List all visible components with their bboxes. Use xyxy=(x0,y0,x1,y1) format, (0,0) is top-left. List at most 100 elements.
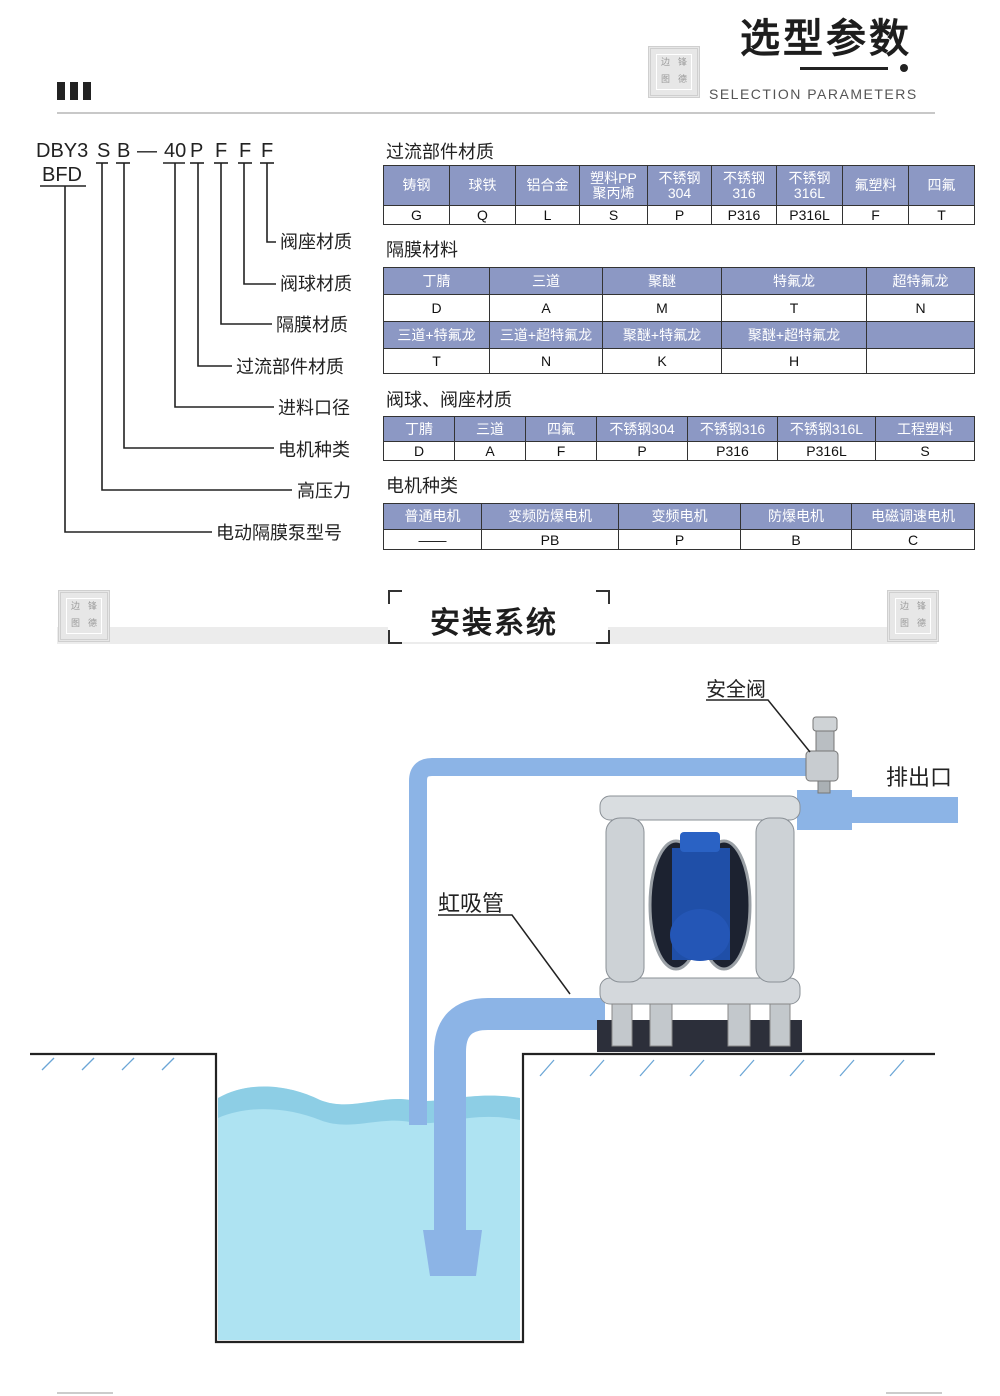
table-cell: P316 xyxy=(687,441,778,461)
table-header-cell: 聚醚 xyxy=(602,267,722,295)
bracket-corner xyxy=(596,630,610,644)
table-header-cell: 四氟 xyxy=(525,416,597,442)
table-header-cell: 电磁调速电机 xyxy=(851,503,975,530)
table-cell: T xyxy=(908,205,975,225)
table-header-cell: 超特氟龙 xyxy=(866,267,975,295)
table-cell: P xyxy=(647,205,712,225)
code-dash: — xyxy=(137,140,157,162)
table-cell: PB xyxy=(481,529,619,550)
title-dot xyxy=(900,64,908,72)
safety-valve-tee xyxy=(805,750,839,782)
code-f3: F xyxy=(261,140,274,162)
seal-logo-left: 边锋图德 xyxy=(58,590,110,642)
table-header-cell: 丁腈 xyxy=(383,267,490,295)
table-cell: —— xyxy=(383,529,482,550)
table-cell: D xyxy=(383,294,490,322)
page-subtitle: SELECTION PARAMETERS xyxy=(709,86,918,102)
table-cell: M xyxy=(602,294,722,322)
motor-table: 普通电机 变频防爆电机 变频电机 防爆电机 电磁调速电机 —— PB P B C xyxy=(383,503,975,550)
bracket-corner xyxy=(388,630,402,644)
table-cell: P316L xyxy=(776,205,843,225)
safety-valve-nipple xyxy=(817,780,831,794)
label-safety-valve: 安全阀 xyxy=(706,677,766,701)
table-cell: F xyxy=(842,205,909,225)
model-code-leader-lines xyxy=(40,162,292,533)
table-cell: G xyxy=(383,205,450,225)
table-cell: P316L xyxy=(777,441,876,461)
code-dby3: DBY3 xyxy=(36,140,89,162)
table-header-cell: 聚醚+超特氟龙 xyxy=(721,321,867,349)
diaphragm-table: 丁腈 三道 聚醚 特氟龙 超特氟龙 D A M T N 三道+特氟龙 三道+超特… xyxy=(383,267,975,374)
code-f2: F xyxy=(239,140,252,162)
table-header-cell: 铝合金 xyxy=(515,165,580,206)
code-s: S xyxy=(97,140,111,162)
table-header-cell: 防爆电机 xyxy=(740,503,852,530)
table-cell: D xyxy=(383,441,455,461)
table-header-cell: 氟塑料 xyxy=(842,165,909,206)
table-cell: S xyxy=(875,441,975,461)
table-header-cell: 球铁 xyxy=(449,165,516,206)
label-siphon-pipe: 虹吸管 xyxy=(438,892,505,917)
bracket-corner xyxy=(596,590,610,604)
table-cell: P xyxy=(618,529,741,550)
table-header-cell: 三道+特氟龙 xyxy=(383,321,490,349)
section-title-flow-parts: 过流部件材质 xyxy=(386,142,494,163)
table-cell: P xyxy=(596,441,688,461)
diaphragm-pump xyxy=(597,795,802,1052)
section-title-ball-seat: 阀球、阀座材质 xyxy=(386,390,512,411)
table-cell: N xyxy=(489,348,603,374)
table-cell: A xyxy=(489,294,603,322)
installation-diagram xyxy=(30,699,958,1344)
footer-rule-right xyxy=(886,1392,942,1394)
table-cell: T xyxy=(721,294,867,322)
table-cell: H xyxy=(721,348,867,374)
seal-logo: 边锋图德 xyxy=(648,46,700,98)
code-40: 40 xyxy=(164,140,187,162)
discharge-coupling xyxy=(797,790,852,830)
table-cell xyxy=(866,348,975,374)
table-cell: S xyxy=(579,205,648,225)
table-header-cell: 普通电机 xyxy=(383,503,482,530)
table-header-cell: 三道+超特氟龙 xyxy=(489,321,603,349)
table-header-cell: 铸钢 xyxy=(383,165,450,206)
table-header-cell: 三道 xyxy=(489,267,603,295)
foot-valve xyxy=(423,1230,482,1276)
table-header-cell: 变频电机 xyxy=(618,503,741,530)
label-flow-part-material: 过流部件材质 xyxy=(236,357,344,378)
label-valve-seat-material: 阀座材质 xyxy=(280,232,352,253)
header-divider xyxy=(57,112,935,114)
code-p: P xyxy=(190,140,204,162)
table-header-cell: 不锈钢316L xyxy=(777,416,876,442)
table-header-cell xyxy=(866,321,975,349)
safety-valve-cap xyxy=(812,716,838,732)
table-header-cell: 变频防爆电机 xyxy=(481,503,619,530)
ball-seat-table: 丁腈 三道 四氟 不锈钢304 不锈钢316 不锈钢316L 工程塑料 D A … xyxy=(383,416,975,461)
table-header-cell: 特氟龙 xyxy=(721,267,867,295)
code-f1: F xyxy=(215,140,228,162)
page-title: 选型参数 xyxy=(740,16,912,62)
table-cell: A xyxy=(454,441,526,461)
code-bfd: BFD xyxy=(42,164,82,186)
ground-hatching xyxy=(41,1057,905,1077)
code-b: B xyxy=(117,140,131,162)
table-header-cell: 聚醚+特氟龙 xyxy=(602,321,722,349)
table-cell: F xyxy=(525,441,597,461)
title-underline xyxy=(800,67,888,70)
table-header-cell: 不锈钢304 xyxy=(596,416,688,442)
header-bars-decoration xyxy=(57,82,96,104)
table-cell: T xyxy=(383,348,490,374)
return-pipe xyxy=(409,758,810,1125)
table-header-cell: 四氟 xyxy=(908,165,975,206)
table-cell: K xyxy=(602,348,722,374)
install-title-box xyxy=(388,590,608,642)
safety-valve-callout-line xyxy=(706,699,811,753)
label-high-pressure: 高压力 xyxy=(297,481,351,502)
discharge-pipe xyxy=(850,797,958,823)
footer-rule-left xyxy=(57,1392,113,1394)
section-title-diaphragm: 隔膜材料 xyxy=(386,240,458,261)
table-cell: B xyxy=(740,529,852,550)
table-header-cell: 三道 xyxy=(454,416,526,442)
label-valve-ball-material: 阀球材质 xyxy=(280,274,352,295)
